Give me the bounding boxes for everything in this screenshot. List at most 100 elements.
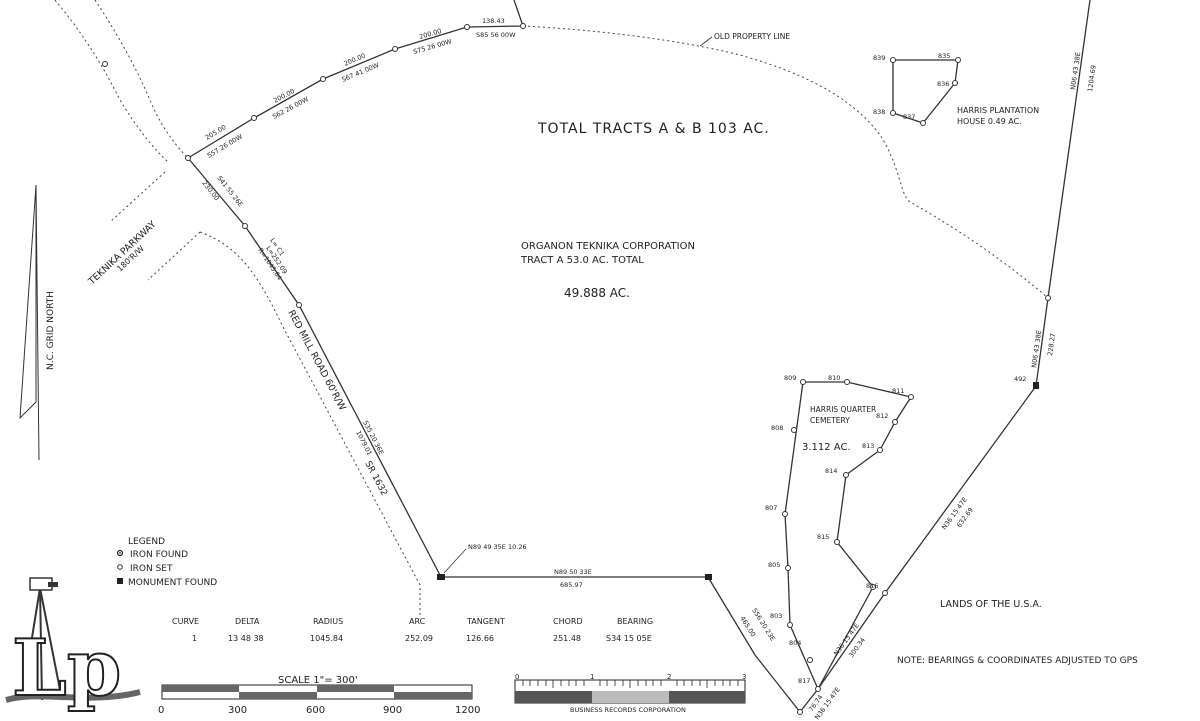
point-label: 810 <box>828 374 840 382</box>
old-line-label: OLD PROPERTY LINE <box>714 32 790 41</box>
cemetery-acreage: 3.112 AC. <box>802 442 851 453</box>
call-distance: 685.97 <box>560 581 583 589</box>
point-label: 835 <box>938 52 950 60</box>
harris-plantation-house-parcel <box>892 59 959 124</box>
call-s1: N89 49 35E 10.26 <box>468 543 527 551</box>
survey-points <box>185 23 1051 715</box>
curve-table-header: ARC <box>409 617 426 626</box>
legend-monument: MONUMENT FOUND <box>128 578 217 588</box>
point-label: 837 <box>903 113 915 121</box>
organon-label: ORGANON TEKNIKA CORPORATION <box>521 241 695 252</box>
grid-north-label: N.C. GRID NORTH <box>46 291 56 370</box>
engineer-ruler: 0 1 2 3 BUSINESS RECORDS CORPORATION <box>514 673 746 714</box>
red-mill-road-west-edge <box>199 231 421 615</box>
curve-table-cell: S34 15 05E <box>606 634 652 643</box>
teknika-parkway-edge-lower-1 <box>109 171 166 223</box>
scale-bar: SCALE 1"= 300' 0 300 600 900 1200 <box>158 675 480 716</box>
point-label: 816 <box>866 582 878 590</box>
call-distance: 138.43 <box>482 17 505 25</box>
point-label: 814 <box>825 467 837 475</box>
scale-tick: 1200 <box>455 705 480 716</box>
teknika-parkway-edge-left <box>54 0 169 163</box>
curve-table-header: CURVE <box>172 617 199 626</box>
scale-tick: 900 <box>383 705 402 716</box>
call-bearing: S85 56 00W <box>476 31 516 39</box>
cemetery-label: HARRIS QUARTER <box>810 405 876 414</box>
call-distance: 228.27 <box>1046 333 1057 357</box>
cemetery-label: CEMETERY <box>810 416 850 425</box>
scale-label: SCALE 1"= 300' <box>278 675 358 686</box>
iron-set-symbol <box>117 564 123 570</box>
point-label: 815 <box>817 533 829 541</box>
legend-iron-set: IRON SET <box>130 564 173 574</box>
east-boundary <box>799 0 1091 713</box>
legend-title: LEGEND <box>128 537 165 547</box>
call-distance: 205.00 <box>204 123 228 142</box>
point-label: 803 <box>770 612 782 620</box>
harris-house-label: HARRIS PLANTATION <box>957 106 1039 115</box>
point-label: 839 <box>873 54 885 62</box>
curve-table-header: RADIUS <box>313 617 343 626</box>
acreage-label: 49.888 AC. <box>564 286 630 300</box>
point-label: 805 <box>768 561 780 569</box>
monument-found-marker <box>705 574 712 580</box>
curve-table-cell: 126.66 <box>466 634 494 643</box>
curve-table-header: BEARING <box>617 617 653 626</box>
lands-usa-label: LANDS OF THE U.S.A. <box>940 599 1042 610</box>
west-boundary-red-mill-road <box>187 157 442 578</box>
southeast-boundary <box>707 576 801 713</box>
point-label: 813 <box>862 442 874 450</box>
curve-table-header: DELTA <box>235 617 260 626</box>
logo-lettering: Lp <box>12 623 121 714</box>
surveyor-logo: Lp <box>5 577 141 715</box>
legend: LEGEND IRON FOUND IRON SET MONUMENT FOUN… <box>116 537 217 588</box>
curve-table-cell: 251.48 <box>553 634 581 643</box>
teknika-parkway-label: TEKNIKA PARKWAY <box>86 219 159 288</box>
curve-table-header: TANGENT <box>466 617 505 626</box>
harris-house-acreage: HOUSE 0.49 AC. <box>957 117 1022 126</box>
curve-table-cell: 1045.84 <box>310 634 343 643</box>
curve-table-cell: 1 <box>192 634 197 643</box>
ruler-tick: 0 <box>515 673 519 681</box>
point-label: 807 <box>765 504 777 512</box>
point-label: 836 <box>937 80 949 88</box>
monument-found-marker <box>1033 382 1039 389</box>
total-tracts-label: TOTAL TRACTS A & B 103 AC. <box>537 121 770 137</box>
old-property-line <box>522 25 1049 299</box>
curve-table-cell: 252.09 <box>405 634 433 643</box>
point-label: 838 <box>873 108 885 116</box>
point-label: 804 <box>789 639 801 647</box>
gps-note: NOTE: BEARINGS & COORDINATES ADJUSTED TO… <box>897 656 1138 666</box>
call-distance: 465.00 <box>738 615 757 639</box>
point-label: 811 <box>892 387 904 395</box>
call-bearing: S75 26 00W <box>412 37 453 56</box>
point-label: 809 <box>784 374 796 382</box>
point-label: 817 <box>798 677 810 685</box>
business-records-label: BUSINESS RECORDS CORPORATION <box>570 706 686 714</box>
scale-tick: 0 <box>158 705 164 716</box>
monument-symbol <box>117 578 123 584</box>
scale-tick: 600 <box>306 705 325 716</box>
legend-iron-found: IRON FOUND <box>130 550 188 560</box>
ruler-tick: 1 <box>590 673 594 681</box>
leader-line <box>699 36 713 47</box>
call-bearing: S41 55 26E <box>215 174 244 208</box>
point-label: 808 <box>771 424 783 432</box>
monument-found-marker <box>437 574 445 580</box>
iron-set-marker <box>102 61 108 67</box>
ruler-tick: 3 <box>742 673 746 681</box>
call-distance: 1204.69 <box>1086 65 1098 93</box>
call-bearing: N89 50 33E <box>554 568 592 576</box>
point-label: 492 <box>1014 375 1026 383</box>
sr-label: SR 1632 <box>362 460 389 498</box>
teknika-parkway-edge-right <box>94 0 189 159</box>
ruler-tick: 2 <box>667 673 671 681</box>
curve-table: CURVE DELTA RADIUS ARC TANGENT CHORD BEA… <box>172 617 653 643</box>
teknika-parkway-edge-lower-2 <box>147 231 201 281</box>
leader-line <box>443 548 467 574</box>
ground-shadow <box>5 689 141 703</box>
call-distance: 230.00 <box>200 179 220 202</box>
point-label: 812 <box>876 412 888 420</box>
north-arrow: N.C. GRID NORTH <box>19 184 56 461</box>
